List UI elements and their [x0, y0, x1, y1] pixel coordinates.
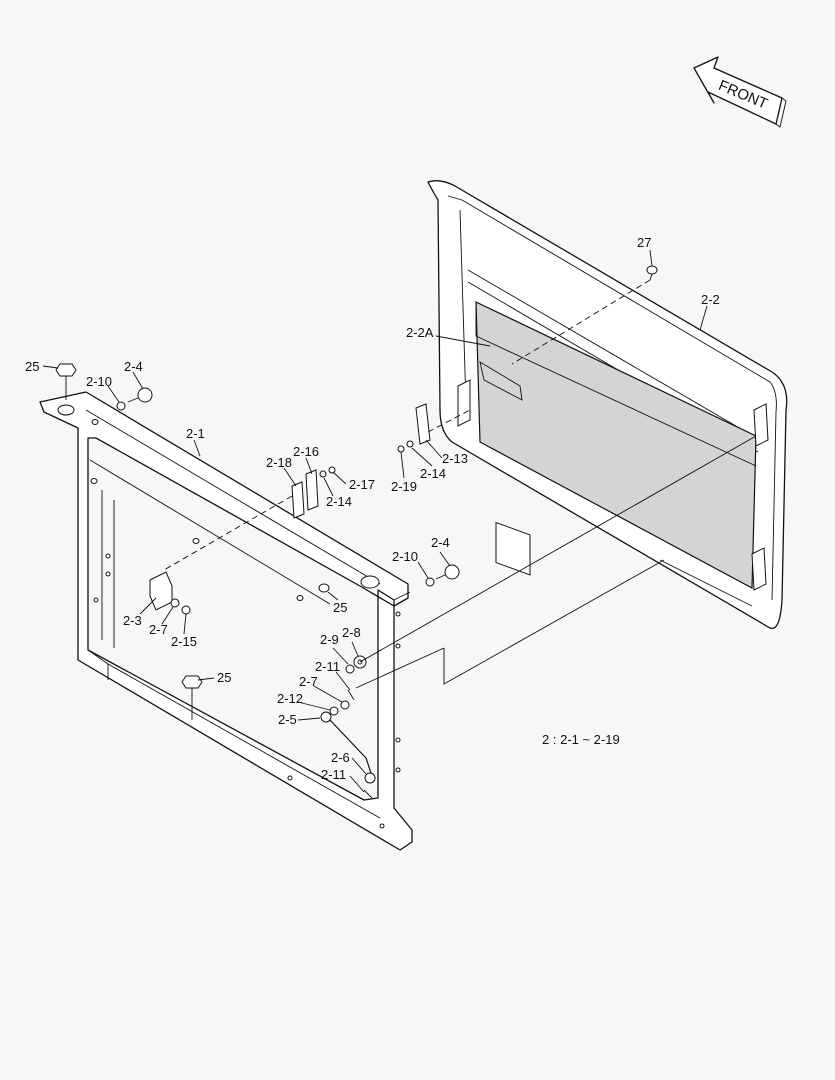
front-arrow-icon: FRONT: [693, 56, 787, 128]
door-lock-box: [495, 521, 531, 576]
clip-2-6-icon: [364, 772, 376, 784]
callout-2-18: 2-18: [266, 455, 292, 470]
callout-2-14-a: 2-14: [326, 494, 352, 509]
callout-27: 27: [637, 235, 651, 250]
callout-2-4-b: 2-4: [431, 535, 450, 550]
washer-2-7-a-icon: [170, 598, 180, 608]
legend-note: 2 : 2-1 ~ 2-19: [542, 732, 620, 747]
knob-2-4-top-icon: [127, 387, 153, 403]
assembly-line-2-13: [427, 409, 471, 433]
callout-25-b: 25: [333, 600, 347, 615]
callout-2-14-b: 2-14: [420, 466, 446, 481]
callout-2-1: 2-1: [186, 426, 205, 441]
screw-27-icon: [646, 265, 658, 281]
nut-2-10-mid-icon: [425, 577, 435, 587]
washer-2-7-b-icon: [340, 700, 350, 710]
bolt-25-mid-icon: [318, 583, 330, 593]
callout-2-2: 2-2: [701, 292, 720, 307]
callout-2-5: 2-5: [278, 712, 297, 727]
callout-2-17: 2-17: [349, 477, 375, 492]
support-frame: [39, 391, 413, 851]
upper-hinge: [753, 403, 769, 447]
rod-2-5-icon: [320, 711, 373, 777]
callout-25-a: 25: [25, 359, 39, 374]
callout-2-19: 2-19: [391, 479, 417, 494]
screws-2-19-2-14-icon: [397, 440, 414, 453]
callout-2-16: 2-16: [293, 444, 319, 459]
washer-2-8-icon: [353, 655, 367, 669]
screw-2-15-icon: [181, 605, 191, 615]
callout-2-13: 2-13: [442, 451, 468, 466]
knob-2-4-mid-icon: [435, 564, 460, 580]
callout-2-11-a: 2-11: [315, 659, 340, 674]
washer-2-9-icon: [345, 664, 355, 674]
lower-hinge: [751, 547, 767, 591]
bracket-2-18: [291, 481, 305, 519]
callout-2-7-a: 2-7: [149, 622, 168, 637]
leader-lines: [42, 249, 708, 793]
callout-2-10-b: 2-10: [392, 549, 418, 564]
pin-2-11-b-icon: [363, 789, 373, 799]
callout-2-2A: 2-2A: [406, 325, 434, 340]
callout-2-11-b: 2-11: [321, 767, 346, 782]
bracket-2-16: [305, 469, 319, 511]
nut-2-10-top-icon: [116, 401, 126, 411]
assembly-line-27: [511, 279, 651, 365]
assembly-line-rod: [355, 647, 445, 689]
washer-2-12-icon: [329, 706, 339, 716]
callout-2-15: 2-15: [171, 634, 197, 649]
callout-2-8: 2-8: [342, 625, 361, 640]
door-panel: [427, 180, 788, 630]
assembly-line-lower: [443, 559, 665, 685]
callout-2-7-b: 2-7: [299, 674, 318, 689]
callout-2-10-a: 2-10: [86, 374, 112, 389]
pin-2-11-a-icon: [347, 689, 355, 701]
callout-labels: 27 2-2 2-2A 25 2-4 2-10 2-1 2-16 2-18 2-…: [25, 235, 720, 782]
assembly-line-hinge: [359, 435, 757, 663]
bracket-2-3: [149, 571, 173, 611]
bolt-25-top-icon: [55, 363, 77, 400]
callout-2-3: 2-3: [123, 613, 142, 628]
callout-2-9: 2-9: [320, 632, 339, 647]
callout-2-6: 2-6: [331, 750, 350, 765]
bracket-2-13: [415, 403, 431, 445]
screws-2-17-2-14-icon: [319, 466, 336, 478]
callout-25-c: 25: [217, 670, 231, 685]
bolt-25-bottom-icon: [181, 675, 203, 720]
assembly-line-2-18: [163, 495, 293, 571]
callout-2-4-a: 2-4: [124, 359, 143, 374]
callout-2-12: 2-12: [277, 691, 303, 706]
